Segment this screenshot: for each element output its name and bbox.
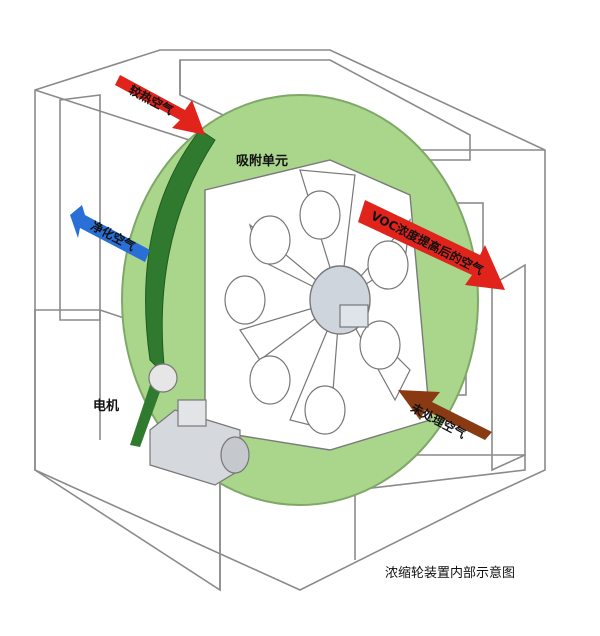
motor-end [220, 436, 250, 474]
adsorption-wheel [121, 94, 479, 506]
adsorption-cells [224, 190, 409, 435]
motor-pulley [148, 363, 178, 393]
shaft-block [339, 304, 369, 328]
motor [148, 363, 250, 486]
label-adsorption-unit: 吸附单元 [236, 154, 289, 169]
arrow-hot-air [115, 75, 205, 135]
arrow-untreated-air [398, 390, 492, 440]
diagram-caption: 浓缩轮装置内部示意图 [385, 566, 516, 581]
arrow-clean-air [70, 205, 150, 262]
label-motor: 电机 [93, 399, 120, 414]
arrow-voc-air [358, 200, 505, 290]
motor-gearbox [177, 399, 207, 427]
